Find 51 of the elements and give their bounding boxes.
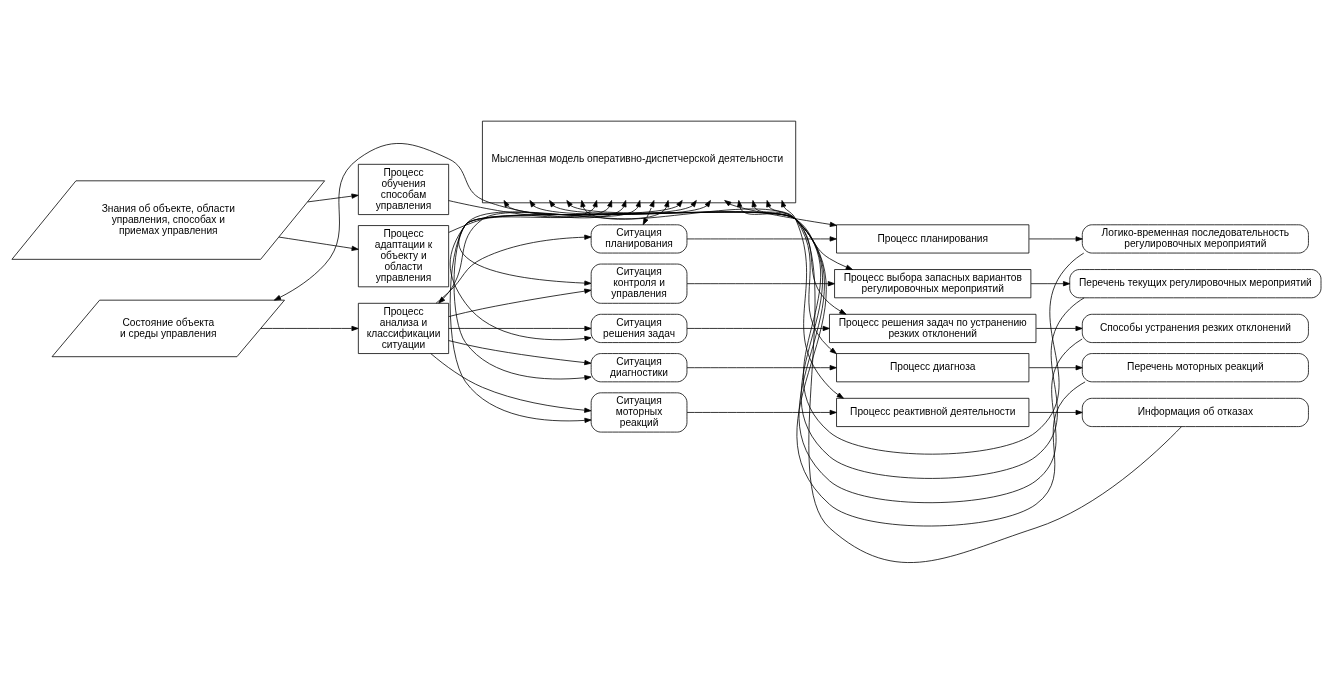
- arrow: [438, 200, 641, 304]
- arrow: [1035, 325, 1083, 332]
- arrow: [449, 200, 711, 423]
- arrow: [430, 353, 592, 413]
- arrow: [1028, 236, 1083, 242]
- node-box: Мысленная модель оперативно-диспетчерской деятельности: [482, 120, 797, 204]
- arrow: [435, 234, 592, 304]
- node-box: Перечень моторных реакций: [1081, 353, 1309, 383]
- node-box: Процесс обучения способам управления: [357, 163, 450, 215]
- node-box: Перечень текущих регулировочных мероприятий: [1069, 269, 1322, 299]
- node-box: Способы устранения резких отклонений: [1081, 313, 1309, 343]
- node-box: Ситуация диагностики: [590, 353, 688, 383]
- arrow: [278, 236, 359, 251]
- arrow: [686, 325, 830, 332]
- arrow: [686, 281, 835, 287]
- arrow: [1030, 281, 1071, 287]
- node-box: Процесс планирования: [836, 224, 1030, 254]
- arrow: [448, 325, 592, 332]
- node-box: Ситуация решения задач: [590, 313, 688, 343]
- arrow: [751, 200, 847, 315]
- arrow: [453, 200, 697, 381]
- arrow: [781, 200, 844, 399]
- arrow: [449, 200, 683, 341]
- arrow: [448, 200, 613, 233]
- node-box: Логико-временная последовательность регулировочных мероприятий: [1081, 224, 1309, 254]
- arrow: [307, 193, 359, 203]
- arrow: [724, 200, 837, 227]
- node-box: Процесс решения задач по устранению резких отклонений: [829, 313, 1037, 343]
- arrow: [1028, 409, 1083, 416]
- arrow: [766, 200, 837, 355]
- arrow: [686, 236, 837, 242]
- node-box: Ситуация моторных реакций: [590, 392, 688, 433]
- arrow: [448, 340, 592, 366]
- arrow: [580, 200, 1182, 563]
- node-box: Процесс реактивной деятельности: [836, 397, 1030, 427]
- arrow: [458, 200, 670, 286]
- node-box: Процесс выбора запасных вариантов регулировочных мероприятий: [834, 269, 1032, 299]
- arrow: [273, 143, 627, 301]
- node-box: Процесс адаптации к объекту и области управления: [357, 225, 450, 288]
- arrow: [686, 409, 837, 416]
- node-box: Информация об отказах: [1081, 397, 1309, 427]
- node-box: Процесс диагноза: [836, 353, 1030, 383]
- arrow: [737, 200, 853, 270]
- arrow: [260, 325, 359, 332]
- node-box: Ситуация контроля и управления: [590, 263, 688, 304]
- arrow: [1028, 365, 1083, 371]
- arrow: [686, 365, 837, 371]
- arrow: [448, 200, 598, 218]
- node-box: Процесс анализа и классификации ситуации: [357, 302, 450, 354]
- node-box: Ситуация планирования: [590, 224, 688, 254]
- arrow: [448, 288, 592, 317]
